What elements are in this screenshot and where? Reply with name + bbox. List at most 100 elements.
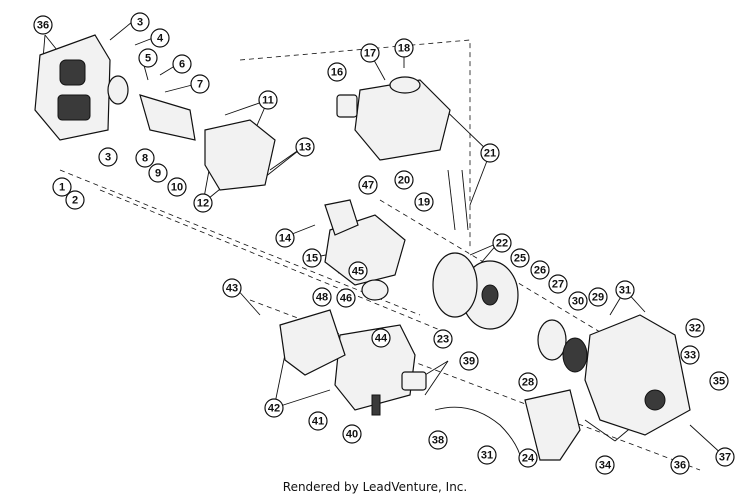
callout-label: 2: [72, 195, 78, 207]
backplate: [432, 252, 478, 318]
handle-cover: [524, 389, 581, 461]
callout-label: 42: [268, 403, 280, 415]
callout-label: 35: [713, 376, 725, 388]
engine-cover-left: [34, 34, 111, 141]
clutch: [537, 319, 588, 373]
housing-right: [584, 314, 691, 436]
callout-44: 44: [371, 328, 391, 348]
callout-8: 8: [135, 148, 155, 168]
callout-label: 18: [398, 43, 410, 55]
callout-41: 41: [308, 411, 328, 431]
callout-label: 28: [522, 377, 534, 389]
callout-15: 15: [302, 248, 322, 268]
muffler: [279, 309, 346, 376]
callout-label: 43: [226, 283, 238, 295]
callout-9: 9: [148, 163, 168, 183]
callout-5: 5: [138, 48, 158, 68]
callout-label: 16: [331, 67, 343, 79]
fuel-lines: [447, 169, 469, 231]
callout-31: 31: [615, 280, 635, 300]
callout-32: 32: [685, 318, 705, 338]
callout-25: 25: [510, 248, 530, 268]
callout-20: 20: [394, 170, 414, 190]
callout-label: 46: [340, 293, 352, 305]
callout-label: 40: [346, 429, 358, 441]
callout-24: 24: [518, 448, 538, 468]
callout-10: 10: [167, 177, 187, 197]
callout-11: 11: [258, 90, 278, 110]
callout-21: 21: [480, 143, 500, 163]
callout-30: 30: [568, 291, 588, 311]
callout-label: 12: [197, 198, 209, 210]
ignition-wire: [434, 406, 521, 456]
callout-26: 26: [530, 260, 550, 280]
callout-label: 6: [179, 59, 185, 71]
callout-2: 2: [65, 190, 85, 210]
callout-16: 16: [327, 62, 347, 82]
callout-45: 45: [348, 261, 368, 281]
callout-label: 29: [592, 292, 604, 304]
callout-17: 17: [360, 43, 380, 63]
callout-label: 36: [37, 20, 49, 32]
callout-label: 45: [352, 266, 364, 278]
callout-label: 17: [364, 48, 376, 60]
callout-label: 27: [552, 279, 564, 291]
callout-label: 31: [619, 285, 631, 297]
callout-label: 13: [299, 142, 311, 154]
callout-22: 22: [492, 233, 512, 253]
callout-46: 46: [336, 288, 356, 308]
fuel-tank: [336, 76, 451, 161]
callout-label: 32: [689, 323, 701, 335]
callout-14: 14: [275, 228, 295, 248]
callout-37: 37: [715, 447, 735, 467]
callout-label: 36: [674, 460, 686, 472]
callout-43: 43: [222, 278, 242, 298]
crankcase: [324, 199, 406, 286]
callout-label: 44: [375, 333, 388, 345]
callout-label: 24: [522, 453, 535, 465]
callout-label: 22: [496, 238, 508, 250]
callout-35: 35: [709, 371, 729, 391]
callout-48: 48: [312, 287, 332, 307]
callout-27: 27: [548, 274, 568, 294]
callout-label: 15: [306, 253, 318, 265]
callout-19: 19: [414, 192, 434, 212]
callout-47: 47: [358, 175, 378, 195]
callout-3: 3: [130, 12, 150, 32]
callout-label: 30: [572, 296, 584, 308]
callout-4: 4: [150, 28, 170, 48]
callout-28: 28: [518, 372, 538, 392]
callout-label: 5: [145, 53, 151, 65]
callout-label: 21: [484, 148, 496, 160]
callout-label: 3: [137, 17, 143, 29]
callout-39: 39: [459, 351, 479, 371]
callout-23: 23: [433, 329, 453, 349]
callout-label: 48: [316, 292, 328, 304]
callout-3: 3: [98, 147, 118, 167]
callout-label: 14: [279, 233, 292, 245]
callout-label: 4: [157, 33, 164, 45]
callout-label: 19: [418, 197, 430, 209]
callout-33: 33: [680, 345, 700, 365]
callout-label: 1: [59, 182, 65, 194]
callout-29: 29: [588, 287, 608, 307]
callout-label: 38: [432, 435, 444, 447]
footer-credit: Rendered by LeadVenture, Inc.: [282, 480, 468, 494]
callout-12: 12: [193, 193, 213, 213]
carburetor: [139, 94, 276, 191]
callout-label: 34: [599, 460, 612, 472]
callout-label: 3: [105, 152, 111, 164]
callout-38: 38: [428, 430, 448, 450]
callout-label: 26: [534, 265, 546, 277]
callout-7: 7: [190, 74, 210, 94]
callout-36: 36: [670, 455, 690, 475]
callout-6: 6: [172, 54, 192, 74]
callout-34: 34: [595, 455, 615, 475]
callout-36: 36: [33, 15, 53, 35]
callout-label: 7: [197, 79, 203, 91]
callout-31: 31: [477, 445, 497, 465]
callout-13: 13: [295, 137, 315, 157]
callout-label: 20: [398, 175, 410, 187]
callout-18: 18: [394, 38, 414, 58]
callout-1: 1: [52, 177, 72, 197]
